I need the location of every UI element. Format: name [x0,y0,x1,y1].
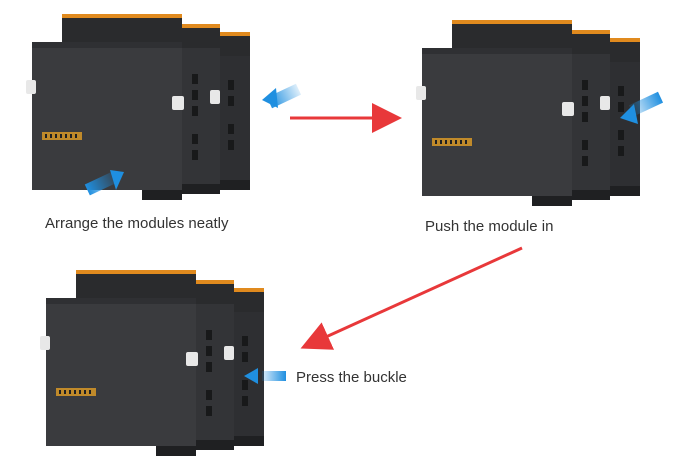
step-1-caption: Arrange the modules neatly [45,215,229,232]
red-arrow-icon [300,246,523,350]
module-stack-step-1 [26,14,250,200]
blue-push-arrow-icon [84,170,124,196]
blue-push-arrow-icon [620,91,664,124]
blue-push-arrow-icon [244,368,286,384]
step-2-caption: Push the module in [425,218,554,235]
module-stack-step-2 [416,20,640,206]
module-stack-step-3 [40,270,264,456]
step-3-caption: Press the buckle [296,369,407,386]
blue-push-arrow-icon [262,83,302,109]
